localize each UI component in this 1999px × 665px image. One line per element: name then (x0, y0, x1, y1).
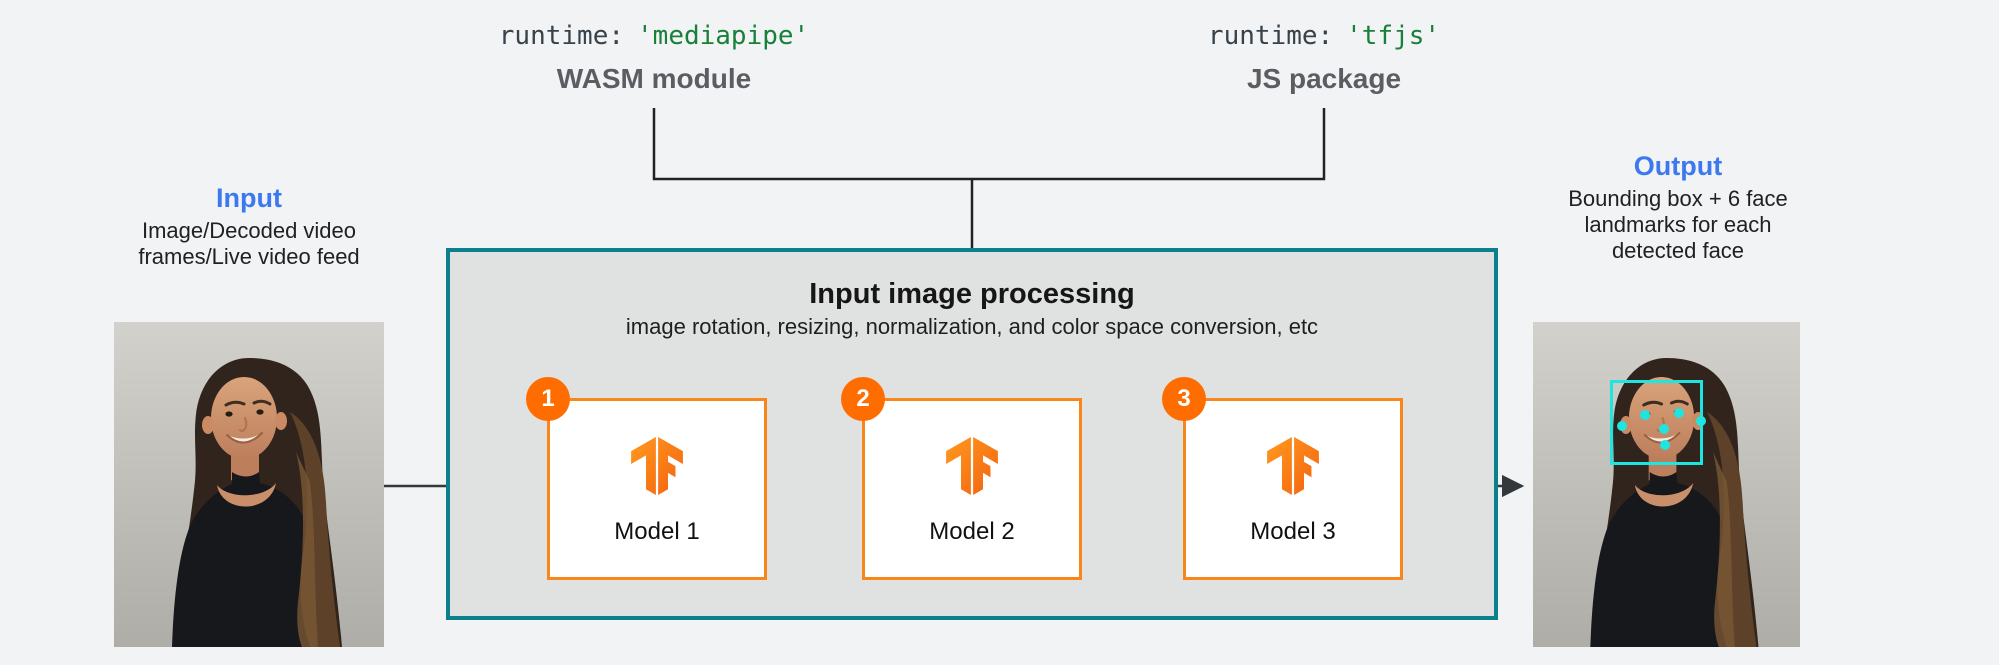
runtime-annotation-mediapipe: runtime: 'mediapipe' WASM module (434, 20, 874, 96)
runtime-code-mediapipe: runtime: 'mediapipe' (434, 20, 874, 52)
input-desc-line-2: frames/Live video feed (138, 244, 360, 269)
face-detection-overlay (1533, 322, 1800, 647)
model-3-badge: 3 (1162, 377, 1206, 421)
runtime-code-tfjs: runtime: 'tfjs' (1104, 20, 1544, 52)
output-photo (1533, 322, 1800, 647)
runtime-bracket-line (652, 108, 1326, 181)
model-2-badge: 2 (841, 377, 885, 421)
face-landmark-dot (1640, 410, 1650, 420)
input-label-block: Input Image/Decoded video frames/Live vi… (99, 182, 399, 270)
output-desc-line-1: Bounding box + 6 face (1568, 186, 1788, 211)
face-landmark-dot (1660, 440, 1670, 450)
model-box-3: 3 Model 3 (1162, 377, 1403, 580)
code-string-tfjs: 'tfjs' (1346, 21, 1441, 51)
wasm-module-label: WASM module (556, 63, 752, 94)
face-landmark-dot (1674, 408, 1684, 418)
input-photo (114, 322, 384, 647)
js-package-label: JS package (1246, 63, 1402, 94)
code-prefix: runtime: (498, 21, 625, 51)
tensorflow-logo-icon (1264, 437, 1322, 495)
model-box-2: 2 Model 2 (841, 377, 1082, 580)
code-prefix: runtime: (1207, 21, 1334, 51)
face-landmark-dot (1617, 421, 1627, 431)
input-desc-line-1: Image/Decoded video (141, 218, 357, 243)
face-landmark-dot (1659, 424, 1669, 434)
processing-panel-title: Input image processing (809, 278, 1135, 310)
output-desc-line-3: detected face (1611, 238, 1745, 263)
model-3-label: Model 3 (1250, 518, 1336, 545)
tensorflow-logo-icon (943, 437, 1001, 495)
model-2-label: Model 2 (929, 518, 1015, 545)
model-1-badge: 1 (526, 377, 570, 421)
output-title: Output (1633, 151, 1723, 181)
model-1-label: Model 1 (614, 518, 700, 545)
tensorflow-logo-icon (628, 437, 686, 495)
input-title: Input (216, 183, 282, 213)
model-box-1: 1 Model 1 (526, 377, 767, 580)
processing-panel-subtitle: image rotation, resizing, normalization,… (625, 314, 1319, 339)
runtime-annotation-tfjs: runtime: 'tfjs' JS package (1104, 20, 1544, 96)
output-label-block: Output Bounding box + 6 face landmarks f… (1518, 150, 1838, 264)
output-desc-line-2: landmarks for each (1584, 212, 1772, 237)
face-landmark-dot (1696, 416, 1706, 426)
portrait-illustration (114, 322, 384, 647)
code-string-mediapipe: 'mediapipe' (637, 21, 810, 51)
